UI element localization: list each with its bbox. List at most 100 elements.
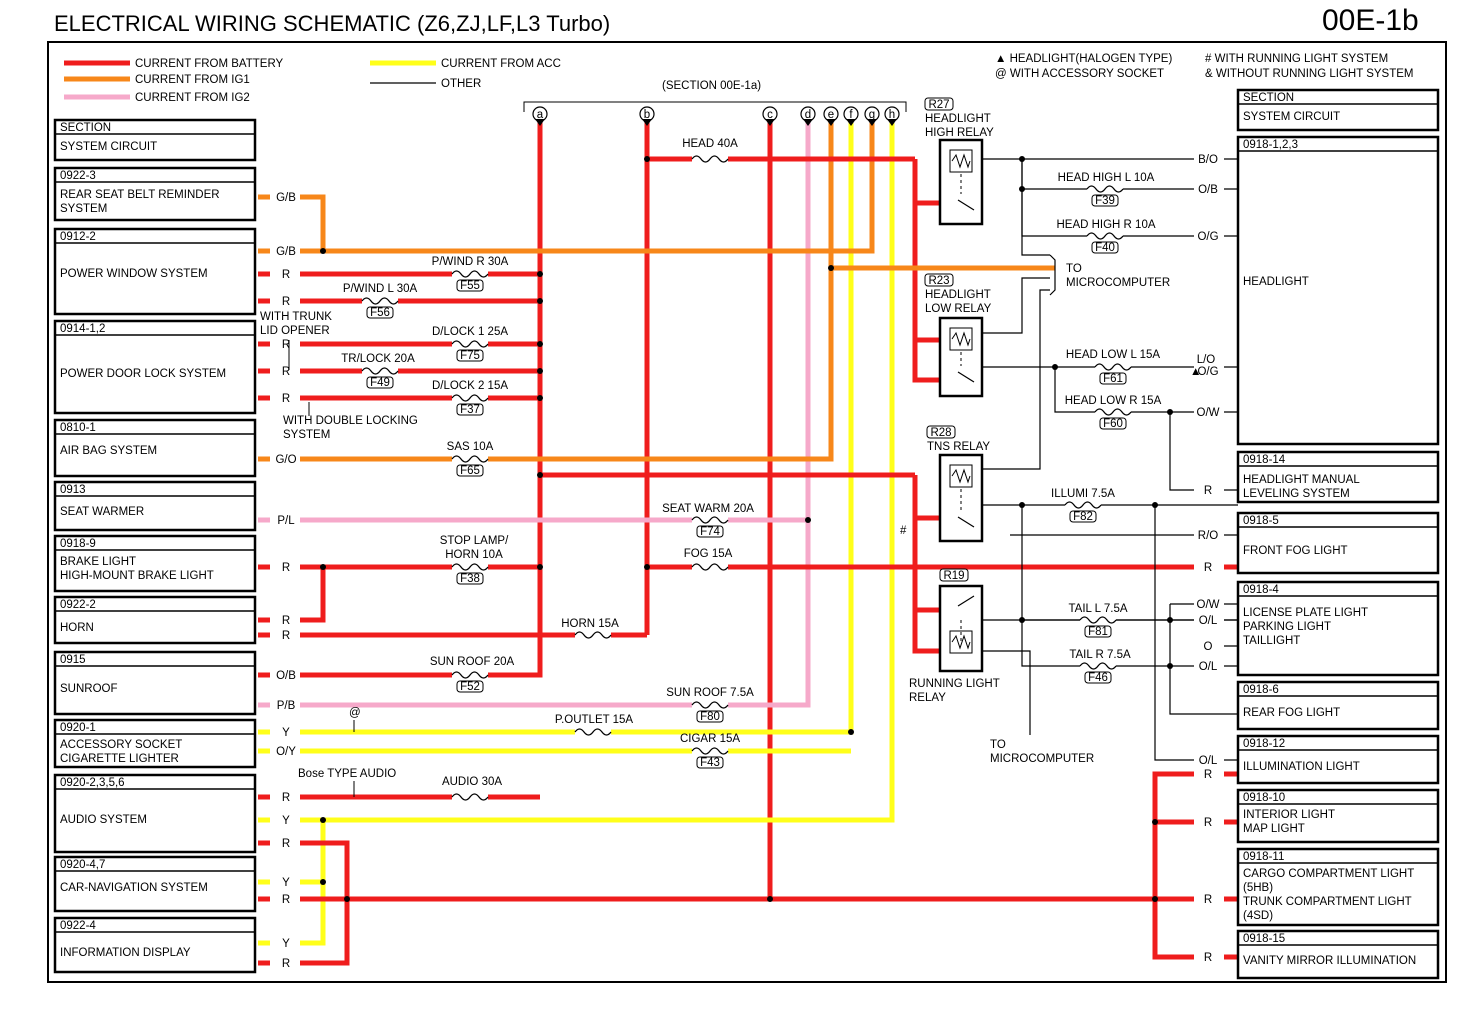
- fuse-symbol: [574, 728, 612, 736]
- fuse-symbol: [451, 394, 489, 402]
- fuse-name: HEAD LOW R 15A: [1065, 395, 1162, 407]
- label-bg: [270, 189, 300, 202]
- fuse-id: F40: [1095, 242, 1115, 254]
- connector-arrow-g: [867, 119, 877, 126]
- fuse-id-box: [696, 756, 724, 769]
- right-system-0-code: 0918-1,2,3: [1243, 139, 1298, 151]
- wire-color-label: Y: [282, 727, 290, 739]
- junction-dot: [344, 896, 350, 902]
- fuse-id: F80: [700, 711, 720, 723]
- label-bg: [270, 667, 300, 680]
- wire-color-label: R: [282, 792, 290, 804]
- wire-color-label: O: [1204, 641, 1213, 653]
- wire-color-label: R: [1204, 817, 1212, 829]
- fuse-id: F43: [700, 757, 720, 769]
- left-system-6-name: HORN: [60, 622, 94, 634]
- junction-dot: [1167, 409, 1173, 415]
- junction-dot: [537, 298, 543, 304]
- relay-id-box: [924, 273, 954, 287]
- relay-coil-zig: [951, 468, 971, 484]
- page-code: 00E-1b: [1322, 4, 1419, 37]
- junction-dot: [848, 729, 854, 735]
- label-bg: [270, 743, 300, 756]
- right-system-2-box: [1236, 511, 1440, 575]
- left-system-3-code: 0810-1: [60, 422, 96, 434]
- junction-dot: [320, 879, 326, 885]
- label-bg: [270, 697, 300, 710]
- relay-switch: [957, 199, 975, 211]
- fuse-name: P/WIND L 30A: [343, 283, 418, 295]
- right-system-0-box: [1236, 135, 1440, 446]
- fuse-name: P/WIND R 30A: [432, 256, 509, 268]
- label-bg: [1194, 527, 1224, 540]
- connector-arrow-b: [642, 119, 652, 126]
- relay-id: R28: [930, 427, 951, 439]
- annotation-hash: #: [900, 525, 907, 537]
- left-header-box: [53, 118, 257, 162]
- fuse-name: P.OUTLET 15A: [555, 714, 634, 726]
- right-system-0-name: HEADLIGHT: [1243, 276, 1309, 288]
- left-system-5-box: [53, 534, 257, 593]
- relay-coil: [949, 149, 973, 173]
- fuse-id: F74: [700, 526, 720, 538]
- fuse-symbol: [1094, 408, 1132, 416]
- signal-wire-20: [1049, 254, 1056, 296]
- fuse-name: D/LOCK 1 25A: [432, 326, 508, 338]
- connector-arrow-a: [535, 119, 545, 126]
- relay-id-box: [924, 97, 954, 111]
- connector-label-d: d: [805, 109, 811, 121]
- legend-label-ig2: CURRENT FROM IG2: [135, 92, 250, 104]
- fuse-id: F49: [370, 377, 390, 389]
- fuse-name: FOG 15A: [684, 548, 733, 560]
- label-bg: [1194, 596, 1224, 609]
- wire-color-label: R: [282, 630, 290, 642]
- connector-label-h: h: [889, 109, 895, 121]
- wire-color-label: R: [282, 838, 290, 850]
- relay-switch: [957, 595, 975, 607]
- wire-color-label: G/B: [276, 246, 296, 258]
- annotation-at: @: [349, 707, 361, 719]
- junction-dot: [1019, 617, 1025, 623]
- label-bg: [270, 559, 300, 572]
- wire-color-label: R: [282, 958, 290, 970]
- wire-color-label: L/O: [1197, 354, 1216, 366]
- wire-color-label: B/O: [1198, 154, 1218, 166]
- right-system-6-code: 0918-10: [1243, 792, 1285, 804]
- label-bg: [1194, 766, 1224, 779]
- signal-wire-7: [1154, 505, 1238, 761]
- label-bg: [1194, 559, 1224, 572]
- note: @ WITH ACCESSORY SOCKET: [995, 68, 1164, 80]
- fuse-id: F81: [1088, 626, 1108, 638]
- junction-dot: [1167, 617, 1173, 623]
- label-bg: [1194, 814, 1224, 827]
- fuse-id-box: [366, 376, 394, 389]
- label-bg: [270, 266, 300, 279]
- junction-dot: [537, 472, 543, 478]
- label-bg: [1194, 658, 1224, 671]
- fuse-id-box: [366, 306, 394, 319]
- wire-color-label: O/L: [1199, 615, 1218, 627]
- connector-arrow-h: [887, 119, 897, 126]
- label-bg: [270, 724, 300, 737]
- wire-color-label: R: [282, 894, 290, 906]
- left-system-8-code: 0920-1: [60, 722, 96, 734]
- diagram-frame: [47, 41, 1447, 983]
- left-system-7-code: 0915: [60, 654, 86, 666]
- fuse-name: HORN 15A: [561, 618, 619, 630]
- fuse-symbol: [1079, 616, 1117, 624]
- left-system-3-box: [53, 418, 257, 478]
- section-ref: (SECTION 00E-1a): [662, 80, 761, 92]
- fuse-symbol: [691, 701, 729, 709]
- fuse-id-box: [456, 464, 484, 477]
- page-title: ELECTRICAL WIRING SCHEMATIC (Z6,ZJ,LF,L3…: [54, 11, 611, 36]
- right-system-3-code: 0918-4: [1243, 584, 1279, 596]
- wire-color-label: R: [1204, 952, 1212, 964]
- label-bg: [270, 451, 300, 464]
- fuse-symbol: [691, 747, 729, 755]
- junction-dot: [537, 368, 543, 374]
- label-bg: [1194, 151, 1224, 164]
- fuse-name: CIGAR 15A: [680, 733, 740, 745]
